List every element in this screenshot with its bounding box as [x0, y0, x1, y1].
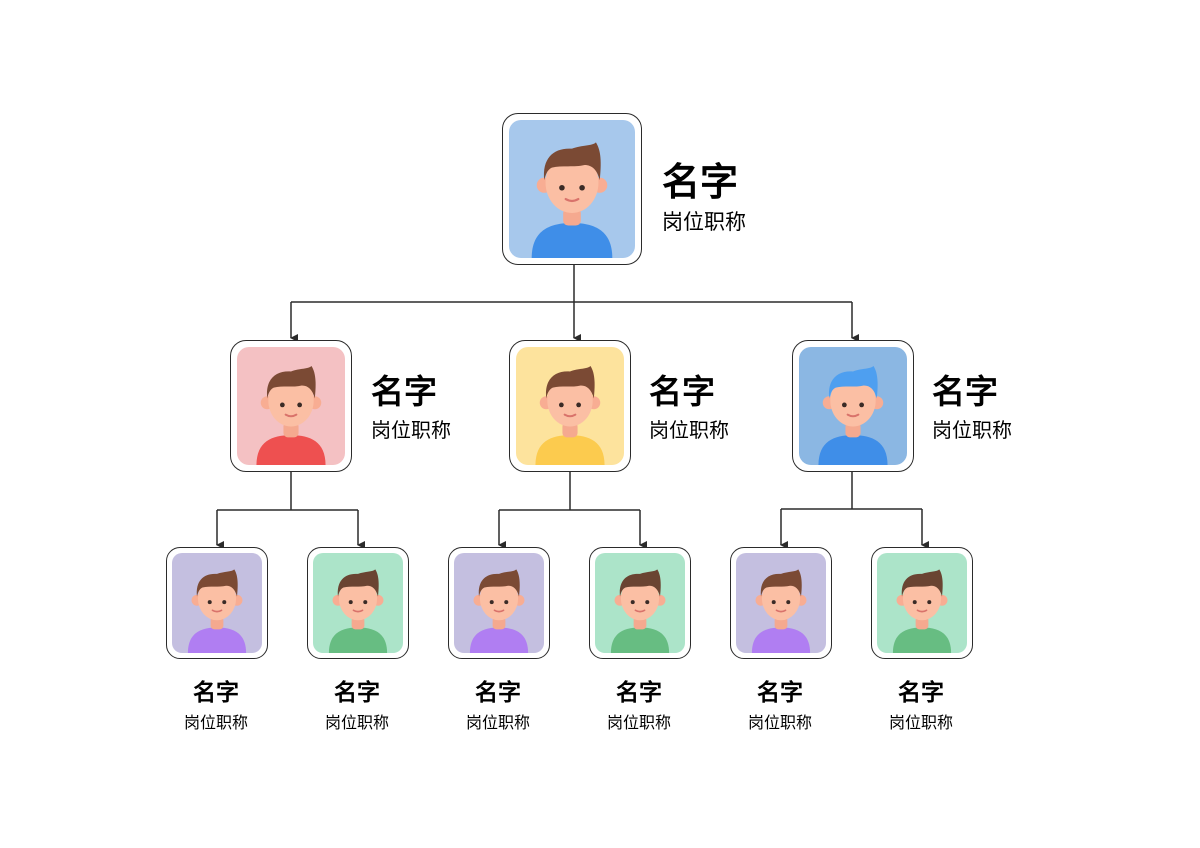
- avatar-card: [871, 547, 973, 659]
- avatar: [237, 347, 345, 465]
- node-name: 名字: [475, 680, 521, 706]
- node-name: 名字: [932, 372, 998, 411]
- node-name: 名字: [193, 680, 239, 706]
- node-title: 岗位职称: [932, 418, 1012, 442]
- avatar: [736, 553, 826, 653]
- avatar: [454, 553, 544, 653]
- avatar: [172, 553, 262, 653]
- avatar-card: [166, 547, 268, 659]
- node-title: 岗位职称: [371, 418, 451, 442]
- node-title: 岗位职称: [662, 210, 746, 234]
- node-title: 岗位职称: [324, 713, 389, 732]
- node-name: 名字: [371, 372, 437, 411]
- avatar-card: [792, 340, 914, 472]
- avatar: [516, 347, 624, 465]
- node-name: 名字: [898, 680, 944, 706]
- avatar-card: [502, 113, 642, 265]
- avatar-card: [589, 547, 691, 659]
- node-title: 岗位职称: [649, 418, 729, 442]
- avatar: [877, 553, 967, 653]
- node-name: 名字: [662, 160, 739, 204]
- node-name: 名字: [616, 680, 662, 706]
- avatar-card: [230, 340, 352, 472]
- node-title: 岗位职称: [465, 713, 530, 732]
- avatar-card: [509, 340, 631, 472]
- node-name: 名字: [334, 680, 380, 706]
- avatar-card: [730, 547, 832, 659]
- avatar: [799, 347, 907, 465]
- node-title: 岗位职称: [606, 713, 671, 732]
- node-title: 岗位职称: [183, 713, 248, 732]
- node-title: 岗位职称: [747, 713, 812, 732]
- avatar: [313, 553, 403, 653]
- avatar: [509, 120, 635, 258]
- node-name: 名字: [649, 372, 715, 411]
- node-name: 名字: [757, 680, 803, 706]
- avatar-card: [448, 547, 550, 659]
- avatar: [595, 553, 685, 653]
- node-title: 岗位职称: [888, 713, 953, 732]
- avatar-card: [307, 547, 409, 659]
